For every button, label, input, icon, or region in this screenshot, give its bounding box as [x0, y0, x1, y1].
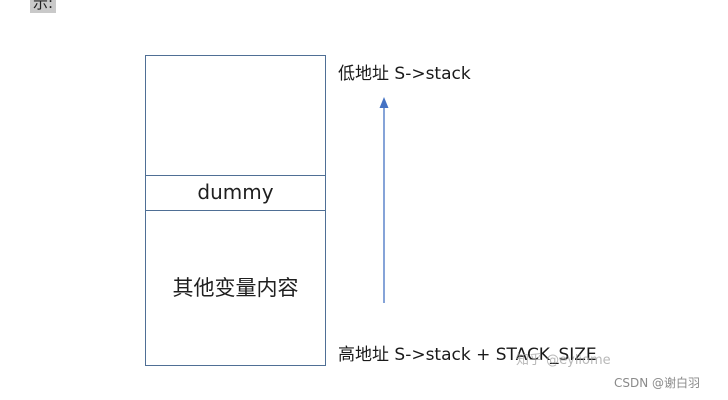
divider-upper	[146, 175, 325, 176]
csdn-watermark: CSDN @谢白羽	[614, 376, 701, 390]
other-vars-section-label: 其他变量内容	[172, 276, 299, 300]
arrow-up-icon	[379, 97, 389, 303]
zhihu-watermark: 知乎 @eyliome	[516, 353, 611, 368]
corner-text: 示:	[30, 0, 57, 13]
arrow-head	[379, 97, 389, 108]
dummy-section-label: dummy	[197, 180, 274, 204]
low-address-label: 低地址 S->stack	[338, 64, 471, 84]
divider-lower	[146, 210, 325, 211]
high-address-label: 高地址 S->stack + STACK_SIZE	[338, 345, 597, 365]
stack-memory-block: dummy 其他变量内容	[145, 55, 326, 366]
